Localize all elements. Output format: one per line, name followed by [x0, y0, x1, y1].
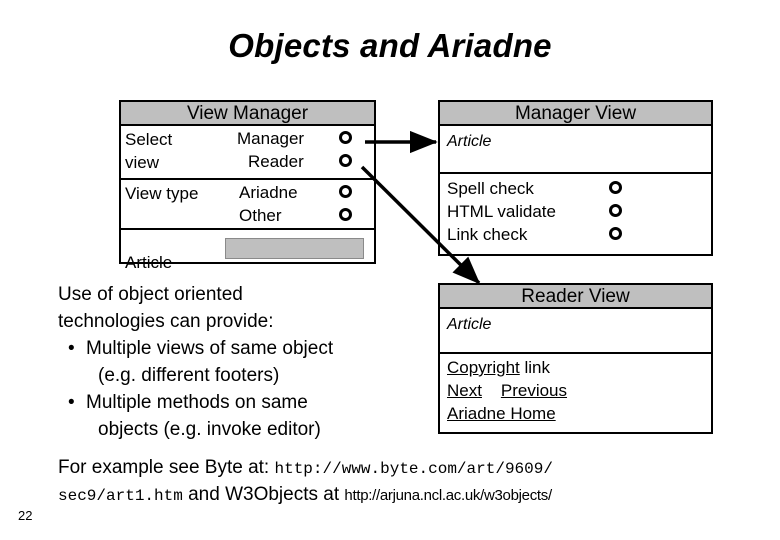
article-field-label: Article	[125, 253, 173, 272]
manager-view-article-label: Article	[447, 133, 492, 150]
bullet-2-line1: Multiple methods on same	[86, 392, 308, 413]
manager-view-header: Manager View	[440, 102, 711, 126]
manager-view-panel: Manager View Article Spell check HTML va…	[438, 100, 713, 256]
byte-url-part2: sec9/art1.htm	[58, 487, 183, 505]
manager-action-link-check: Link check	[447, 225, 528, 244]
byte-url-part1: http://www.byte.com/art/9609/	[274, 460, 553, 478]
option-label-manager: Manager	[237, 129, 305, 148]
radio-manager[interactable]	[339, 131, 352, 144]
select-view-label-line1: Select	[125, 130, 173, 149]
radio-reader[interactable]	[339, 154, 352, 167]
w3objects-url: http://arjuna.ncl.ac.uk/w3objects/	[344, 487, 552, 504]
reader-view-article-section: Article	[440, 309, 711, 354]
radio-link-check[interactable]	[609, 227, 622, 240]
radio-spell-check[interactable]	[609, 181, 622, 194]
footer-text: For example see Byte at: http://www.byte…	[58, 455, 774, 509]
footer-line-1: For example see Byte at: http://www.byte…	[58, 455, 774, 482]
list-item: Multiple views of same object (e.g. diff…	[58, 335, 428, 389]
body-copy: Use of object oriented technologies can …	[58, 281, 428, 443]
bullet-2-line2: objects (e.g. invoke editor)	[98, 419, 321, 440]
copyright-suffix: link	[524, 358, 551, 377]
page-number: 22	[18, 508, 33, 523]
manager-action-html-validate: HTML validate	[447, 202, 556, 221]
option-label-ariadne: Ariadne	[239, 183, 298, 202]
body-lead-line2: technologies can provide:	[58, 311, 274, 332]
footer-line-2: sec9/art1.htm and W3Objects at http://ar…	[58, 482, 774, 509]
view-manager-select-view-section: Select view Manager Reader	[121, 126, 374, 180]
bullet-1-line2: (e.g. different footers)	[98, 365, 280, 386]
list-item: Multiple methods on same objects (e.g. i…	[58, 389, 428, 443]
w3-prefix: and W3Objects at	[188, 484, 340, 505]
byte-prefix: For example see Byte at:	[58, 457, 270, 478]
manager-view-article-section: Article	[440, 126, 711, 174]
radio-other[interactable]	[339, 208, 352, 221]
body-bullet-list: Multiple views of same object (e.g. diff…	[58, 335, 428, 443]
reader-view-panel: Reader View Article Copyright link Next …	[438, 283, 713, 434]
reader-view-header: Reader View	[440, 285, 711, 309]
reader-view-links-section: Copyright link Next Previous Ariadne Hom…	[440, 354, 711, 432]
manager-action-spell-check: Spell check	[447, 179, 534, 198]
radio-html-validate[interactable]	[609, 204, 622, 217]
view-manager-panel: View Manager Select view Manager Reader …	[119, 100, 376, 272]
bullet-1-line1: Multiple views of same object	[86, 338, 334, 359]
select-view-label-line2: view	[125, 153, 160, 172]
copyright-link[interactable]: Copyright	[447, 358, 520, 377]
option-label-other: Other	[239, 206, 282, 225]
view-manager-view-type-section: View type Ariadne Other	[121, 180, 374, 230]
manager-view-actions-section: Spell check HTML validate Link check	[440, 174, 711, 254]
reader-view-article-label: Article	[447, 316, 492, 333]
view-type-label: View type	[125, 184, 199, 203]
copyright-line: Copyright link	[447, 357, 550, 378]
next-link[interactable]: Next	[447, 381, 482, 400]
nav-links-line: Next Previous	[447, 380, 567, 401]
ariadne-home-link[interactable]: Ariadne Home	[447, 404, 556, 423]
option-label-reader: Reader	[248, 152, 304, 171]
previous-link[interactable]: Previous	[500, 381, 568, 400]
view-manager-article-section: Article	[121, 230, 374, 286]
body-lead-line1: Use of object oriented	[58, 284, 243, 305]
radio-ariadne[interactable]	[339, 185, 352, 198]
article-input-field[interactable]	[225, 238, 364, 259]
view-manager-header: View Manager	[121, 102, 374, 126]
page-title: Objects and Ariadne	[228, 27, 552, 64]
